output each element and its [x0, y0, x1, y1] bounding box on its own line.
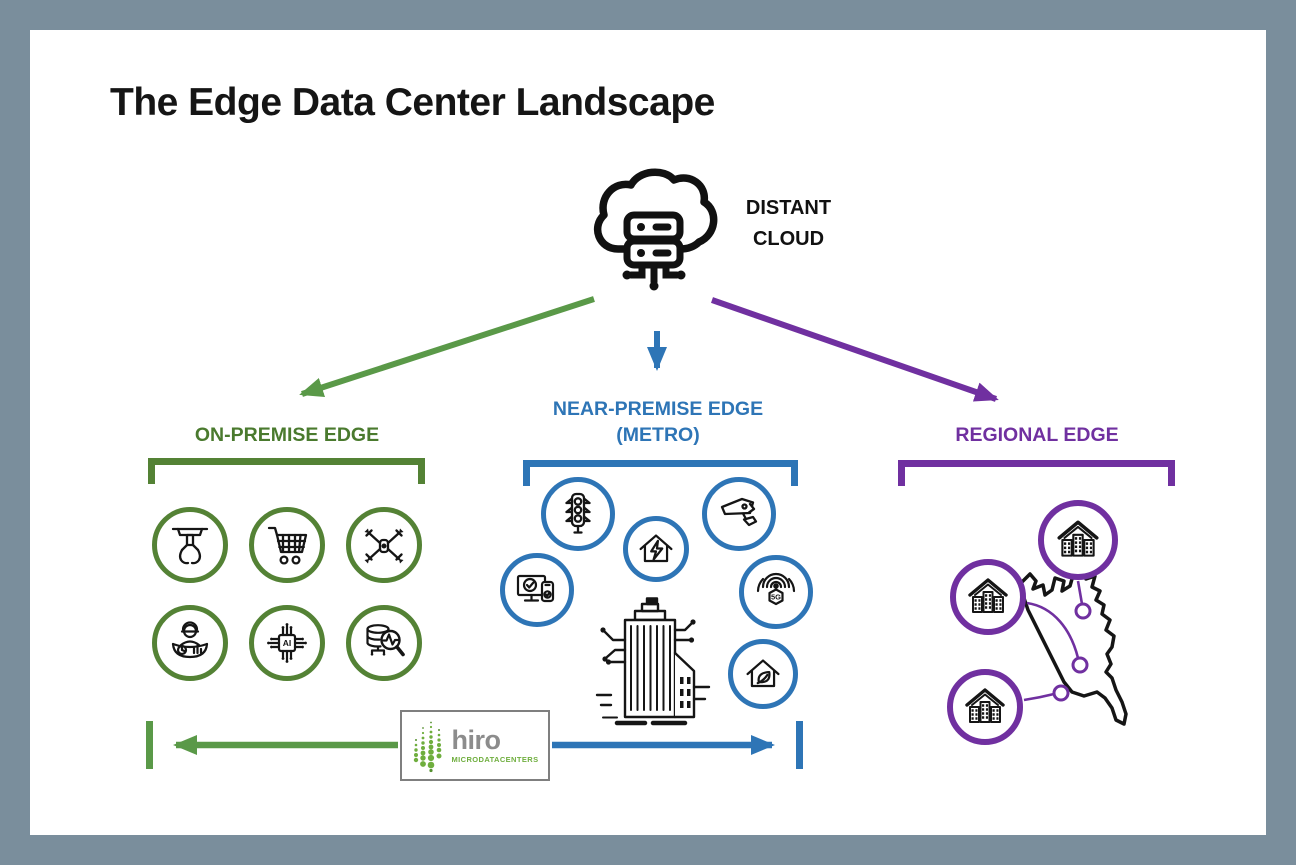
- near-premise-bracket: [523, 460, 798, 486]
- near-premise-line1: NEAR-PREMISE EDGE: [552, 398, 764, 420]
- hiro-logo-box: hiro MICRODATACENTERS: [400, 710, 550, 781]
- distant-cloud-line2: CLOUD: [752, 228, 825, 250]
- hiro-brand: hiro: [451, 725, 501, 756]
- on-premise-bracket: [148, 458, 425, 484]
- devices-check-icon: [516, 574, 555, 603]
- 5g-antenna-icon: 5G: [756, 572, 796, 606]
- near-premise-badge-eco-home: [728, 639, 798, 709]
- smart-building-icon: [595, 597, 711, 726]
- hiro-tagline: MICRODATACENTERS: [451, 755, 539, 765]
- on-premise-edge-label: ON-PREMISE EDGE: [194, 424, 380, 446]
- regional-badge-data-center-1: [1038, 500, 1118, 580]
- near-premise-edge-label: NEAR-PREMISE EDGE (METRO): [528, 396, 788, 448]
- near-premise-badge-devices-check: [500, 553, 574, 627]
- hiro-logo-text: hiro MICRODATACENTERS: [452, 727, 539, 764]
- smart-home-power-icon: [639, 534, 673, 563]
- regional-badge-data-center-2: [950, 559, 1026, 635]
- drone-icon: [364, 528, 404, 564]
- ai-chip-icon: AI: [267, 623, 307, 663]
- data-center-icon: [968, 578, 1008, 613]
- regional-badge-data-center-3: [947, 669, 1023, 745]
- on-premise-badge-ai-chip: AI: [249, 605, 325, 681]
- robot-arm-icon: [171, 527, 209, 565]
- distant-cloud-line1: DISTANT: [745, 197, 832, 219]
- database-search-icon: [366, 624, 405, 657]
- on-premise-badge-robot-arm: [152, 507, 228, 583]
- regional-edge-label: REGIONAL EDGE: [955, 424, 1119, 446]
- on-premise-badge-worker-analytics: [152, 605, 228, 681]
- security-camera-icon: [720, 497, 758, 527]
- on-premise-badge-database-search: [346, 605, 422, 681]
- near-premise-badge-security-camera: [702, 477, 776, 551]
- near-premise-badge-smart-home-power: [623, 516, 689, 582]
- worker-analytics-icon: [171, 621, 209, 659]
- data-center-icon: [965, 688, 1005, 723]
- shopping-cart-icon: [267, 526, 308, 565]
- near-premise-badge-traffic-light: [541, 477, 615, 551]
- on-premise-badge-drone: [346, 507, 422, 583]
- distant-cloud-label: DISTANT CLOUD: [731, 193, 846, 255]
- near-premise-line2: (METRO): [616, 424, 700, 446]
- cloud-server-icon: [593, 168, 718, 291]
- data-center-icon: [1057, 520, 1099, 557]
- eco-home-icon: [746, 659, 780, 688]
- regional-bracket: [898, 460, 1175, 486]
- traffic-light-icon: [565, 492, 591, 534]
- ai-chip-text: AI: [283, 638, 292, 648]
- page-title: The Edge Data Center Landscape: [110, 81, 715, 124]
- near-premise-badge-5g-antenna: 5G: [739, 555, 813, 629]
- hiro-logo-dots-icon: [413, 721, 442, 772]
- 5g-text: 5G: [771, 593, 781, 602]
- on-premise-badge-shopping-cart: [249, 507, 325, 583]
